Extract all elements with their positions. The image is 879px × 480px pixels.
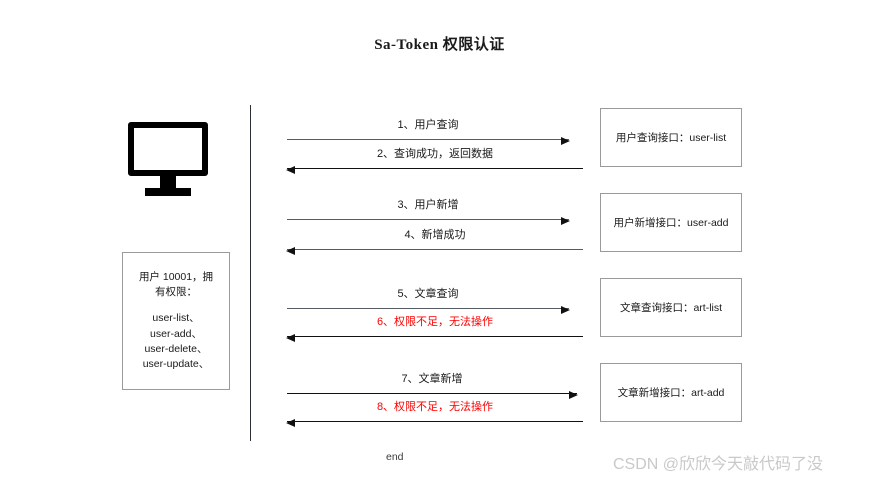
note-heading-line-1: 用户 10001，拥	[138, 270, 214, 283]
message-line-7	[287, 392, 577, 394]
note-heading-line-2: 有权限：	[155, 286, 197, 299]
interface-label: 文章查询接口：art-list	[619, 302, 723, 314]
arrow-head-right-icon	[561, 136, 570, 145]
message-line-4	[287, 249, 583, 250]
message-arrow-5: 5、文章查询	[287, 288, 570, 314]
message-arrow-7: 7、文章新增	[287, 373, 578, 399]
message-line-8	[287, 420, 583, 422]
permission-item: user-update、	[142, 357, 210, 370]
message-line-3	[287, 219, 569, 220]
message-label-2: 2、查询成功，返回数据	[376, 148, 494, 160]
message-label-1: 1、用户查询	[397, 119, 459, 131]
message-arrow-3: 3、用户新增	[287, 199, 570, 225]
interface-label: 文章新增接口：art-add	[617, 387, 725, 399]
watermark: CSDN @欣欣今天敲代码了没	[613, 456, 824, 473]
message-arrow-2: 2、查询成功，返回数据	[286, 148, 583, 174]
interface-box-user-list: 用户查询接口：user-list	[600, 108, 742, 167]
message-arrow-8: 8、权限不足，无法操作	[286, 401, 583, 427]
interface-label: 用户新增接口：user-add	[613, 217, 729, 229]
interface-box-user-add: 用户新增接口：user-add	[600, 193, 742, 252]
actor-lifeline	[250, 105, 251, 441]
message-label-5: 5、文章查询	[397, 288, 459, 300]
lifeline-end-label: end	[386, 451, 404, 463]
arrow-head-left-icon	[286, 418, 295, 427]
note-heading: 用户 10001，拥 有权限：	[139, 270, 213, 300]
message-label-4: 4、新增成功	[404, 229, 466, 241]
arrow-head-right-icon	[569, 390, 578, 399]
arrow-head-left-icon	[286, 246, 295, 255]
arrow-head-left-icon	[286, 333, 295, 342]
message-label-3: 3、用户新增	[397, 199, 459, 211]
permission-list: user-list、 user-add、 user-delete、 user-u…	[143, 311, 210, 372]
monitor-icon	[128, 122, 214, 198]
interface-label: 用户查询接口：user-list	[615, 132, 727, 144]
monitor-screen	[128, 122, 208, 176]
message-label-7: 7、文章新增	[401, 373, 463, 385]
message-arrow-4: 4、新增成功	[286, 229, 583, 255]
monitor-stand-base	[145, 188, 191, 196]
permission-item: user-delete、	[144, 342, 208, 355]
permission-item: user-add、	[150, 327, 202, 340]
page-title: Sa-Token 权限认证	[374, 37, 505, 53]
arrow-head-right-icon	[561, 216, 570, 225]
message-label-6: 6、权限不足，无法操作	[376, 316, 494, 328]
message-arrow-6: 6、权限不足，无法操作	[286, 316, 583, 342]
message-label-8: 8、权限不足，无法操作	[376, 401, 494, 413]
message-line-6	[287, 335, 583, 337]
interface-box-art-add: 文章新增接口：art-add	[600, 363, 742, 422]
interface-box-art-list: 文章查询接口：art-list	[600, 278, 742, 337]
permission-item: user-list、	[152, 312, 200, 325]
message-line-2	[287, 167, 583, 169]
arrow-head-right-icon	[561, 305, 570, 314]
message-line-1	[287, 139, 569, 140]
message-arrow-1: 1、用户查询	[287, 119, 570, 145]
message-line-5	[287, 308, 569, 309]
monitor-stand-neck	[160, 176, 176, 188]
user-permissions-note: 用户 10001，拥 有权限： user-list、 user-add、 use…	[122, 252, 230, 390]
arrow-head-left-icon	[286, 165, 295, 174]
